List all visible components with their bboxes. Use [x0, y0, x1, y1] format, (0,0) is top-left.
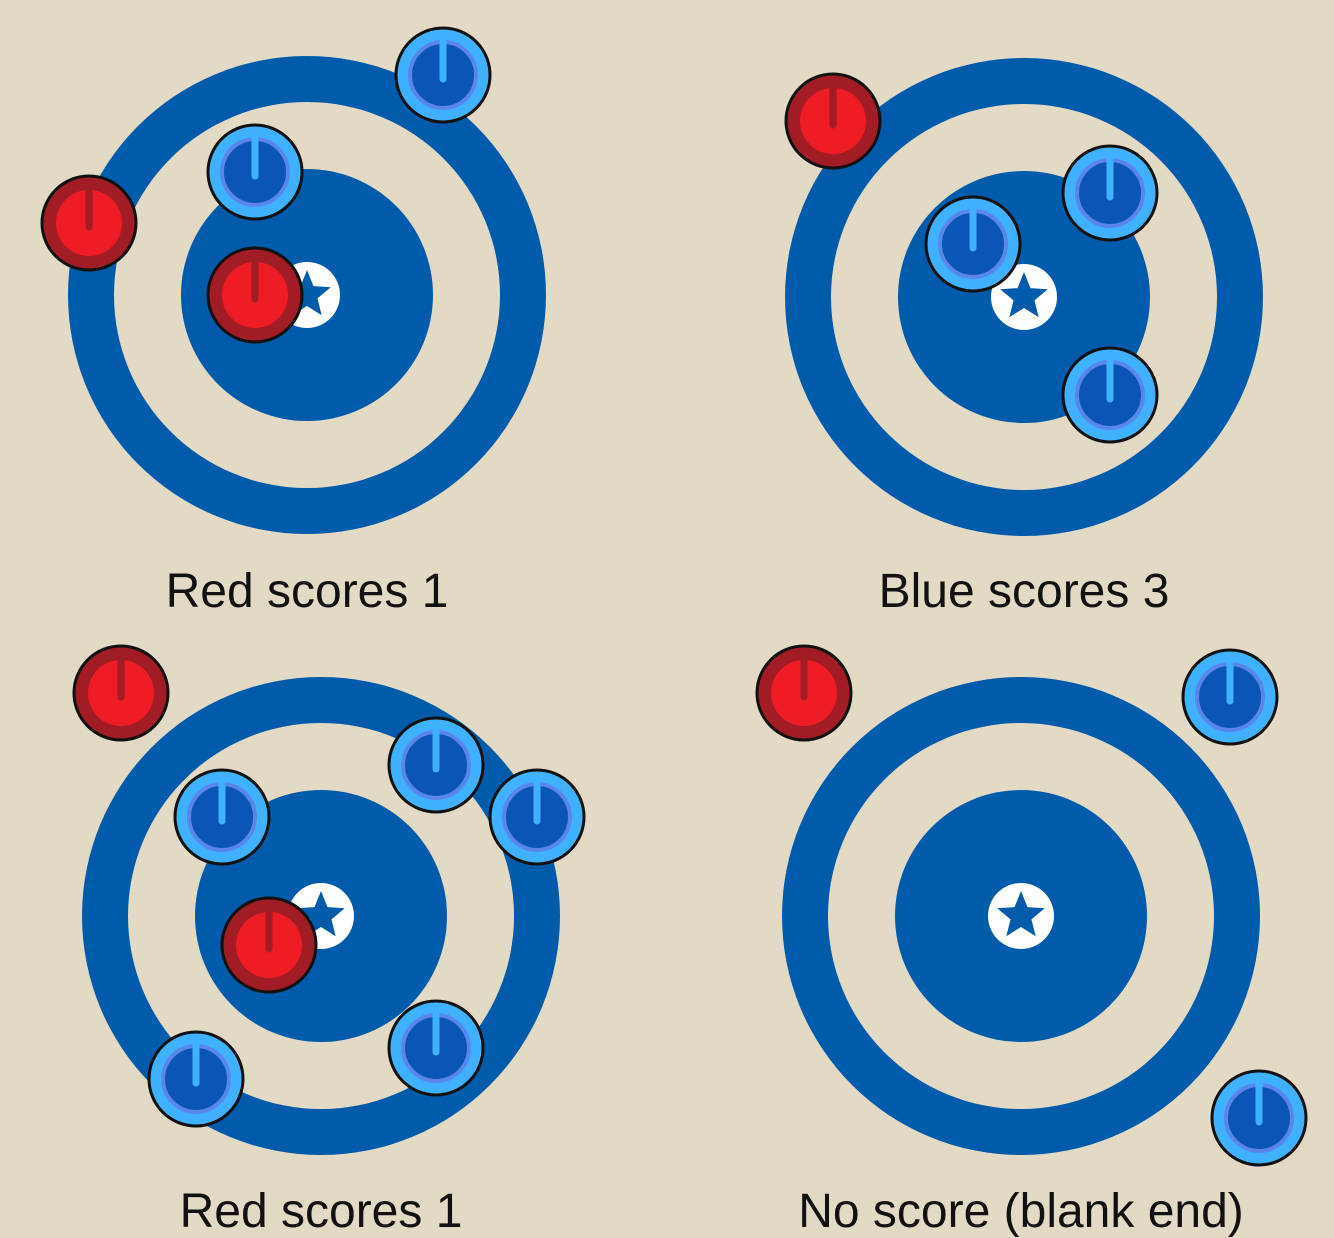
blue-stone-icon	[389, 718, 483, 812]
panel-4-caption: No score (blank end)	[798, 1188, 1244, 1236]
blue-stone-icon	[926, 197, 1020, 291]
blue-stone-icon	[389, 1001, 483, 1095]
panel-1-caption: Red scores 1	[166, 568, 449, 616]
blue-stone-icon	[1212, 1071, 1306, 1165]
house-1	[68, 56, 546, 534]
blue-stone-icon	[1183, 650, 1277, 744]
red-stone-icon	[74, 646, 168, 740]
house-4	[782, 677, 1260, 1155]
blue-stone-icon	[149, 1032, 243, 1126]
blue-stone-icon	[490, 770, 584, 864]
red-stone-icon	[208, 248, 302, 342]
blue-stone-icon	[396, 28, 490, 122]
blue-stone-icon	[1063, 146, 1157, 240]
blue-stone-icon	[1063, 348, 1157, 442]
red-stone-icon	[786, 74, 880, 168]
blue-stone-icon	[175, 770, 269, 864]
red-stone-icon	[42, 176, 136, 270]
panel-3-caption: Red scores 1	[180, 1188, 463, 1236]
red-stone-icon	[757, 646, 851, 740]
blue-stone-icon	[208, 125, 302, 219]
panel-2-caption: Blue scores 3	[879, 568, 1170, 616]
red-stone-icon	[222, 898, 316, 992]
